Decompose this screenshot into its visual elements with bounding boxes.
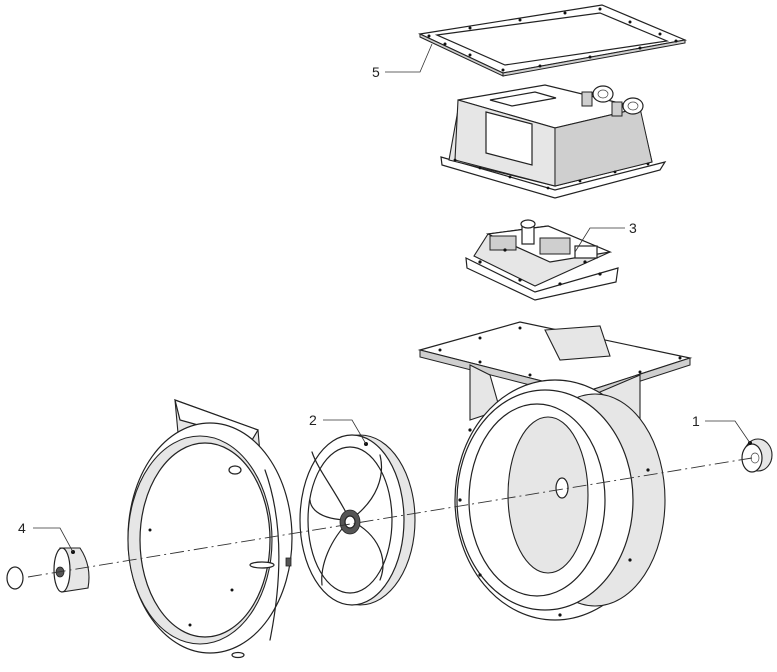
callout-1: 1	[692, 413, 700, 429]
callout-2: 2	[309, 412, 317, 428]
part-4-hub	[6, 547, 90, 593]
assembly-axis	[27, 457, 753, 578]
part-5-gasket	[417, 4, 688, 77]
callout-3: 3	[629, 220, 637, 236]
main-housing	[417, 321, 693, 621]
control-box	[440, 84, 667, 199]
leader-lines	[33, 43, 751, 553]
cable-connectors	[581, 85, 644, 117]
part-1-cap	[741, 438, 773, 473]
part-2-propeller	[299, 434, 416, 606]
part-3-circuit-board	[465, 219, 619, 301]
callout-5: 5	[372, 64, 380, 80]
callout-4: 4	[18, 520, 26, 536]
front-shroud	[127, 399, 293, 659]
